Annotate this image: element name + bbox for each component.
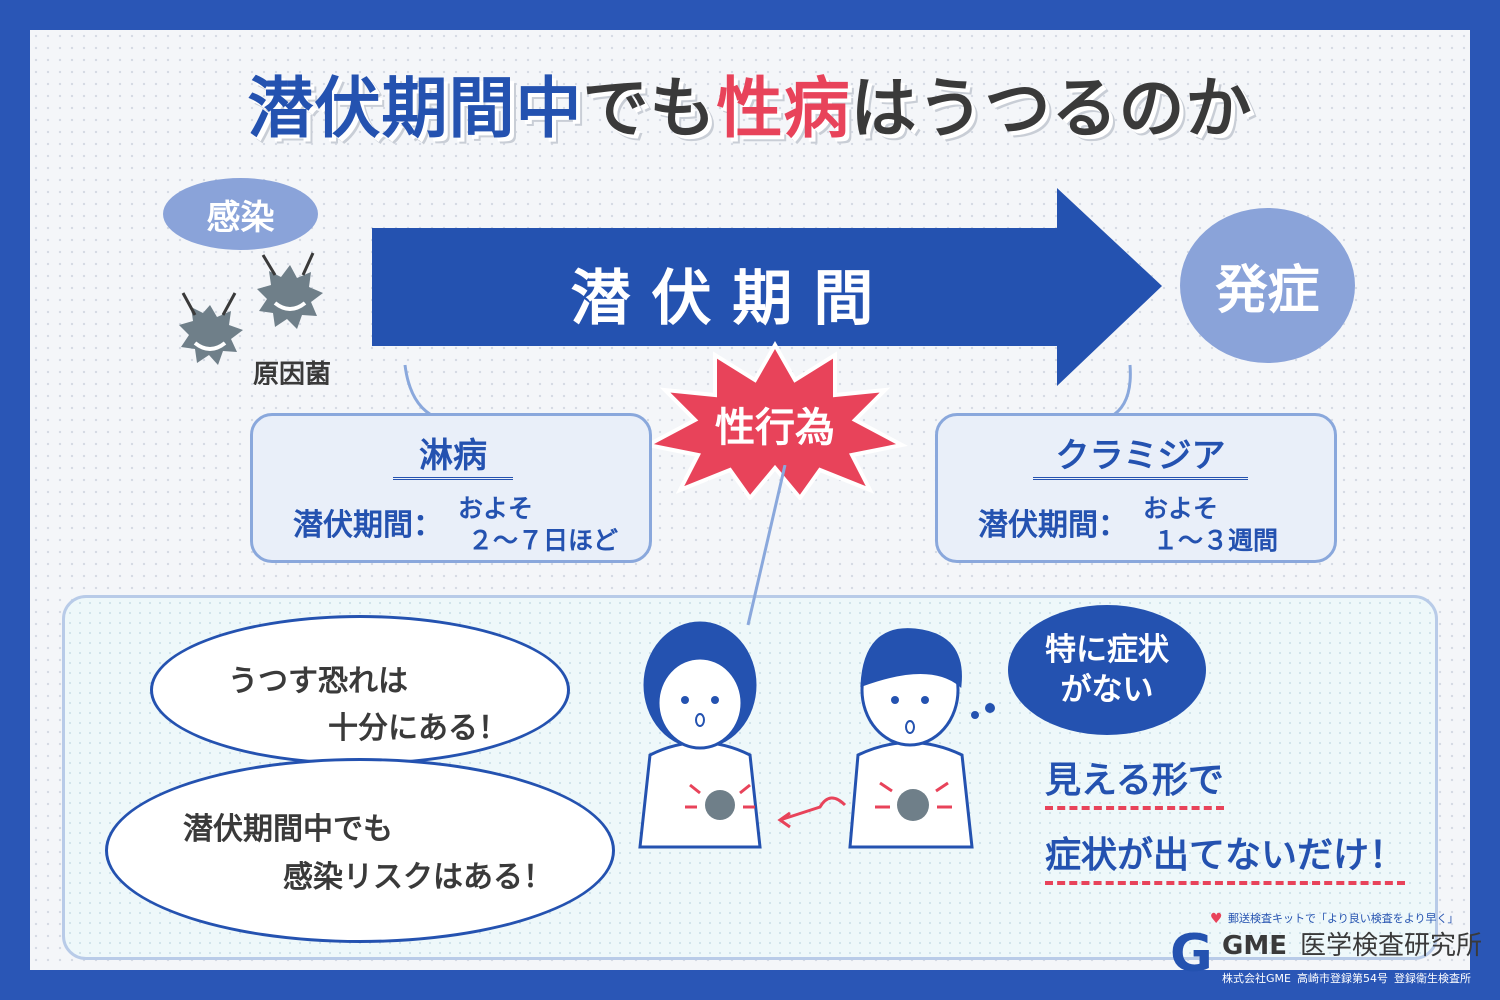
logo-tagline: 郵送検査キットで「より良い検査をより早く」 <box>1228 912 1459 925</box>
period-value: １〜３週間 <box>1153 526 1279 555</box>
cloud-text: うつす恐れは <box>228 664 408 699</box>
connector-line <box>746 465 787 626</box>
message-line: 見える形で <box>1045 760 1224 810</box>
period-value: ２〜７日ほど <box>468 526 619 555</box>
logo-footer-text: 高崎市登録第54号 <box>1296 972 1388 985</box>
sex-act-burst <box>642 340 908 500</box>
gonorrhea-box: 淋病 潜伏期間： およそ ２〜７日ほど <box>250 413 652 563</box>
cloud-text: 十分にある！ <box>328 711 508 746</box>
onset-badge: 発症 <box>1180 208 1355 363</box>
callout-tail <box>1109 364 1132 419</box>
gme-logo: G ♥ 郵送検査キットで「より良い検査をより早く」 GME 医学検査研究所 株式… <box>1170 910 1490 992</box>
period-value: およそ <box>1143 494 1219 523</box>
period-label: 潜伏期間： <box>293 508 443 543</box>
thought-text: 特に症状 <box>1045 632 1169 668</box>
title-part: でも <box>582 70 717 147</box>
pathogen-label: 原因菌 <box>253 360 331 385</box>
disease-name: クラミジア <box>1033 428 1248 480</box>
logo-footer-text: 株式会社GME <box>1222 972 1291 985</box>
title-part: 性病 <box>716 70 851 147</box>
period-value: およそ <box>458 494 534 523</box>
callout-tail <box>403 364 436 419</box>
thought-text: がない <box>1060 672 1154 708</box>
logo-footer-text: 登録衛生検査所 <box>1393 972 1471 985</box>
pathogen-icon: 原因菌 <box>179 252 331 385</box>
infection-badge: 感染 <box>163 178 318 250</box>
speech-cloud-2: 潜伏期間中でも 感染リスクはある！ <box>105 758 615 943</box>
arrow-label: 潜 伏 期 間 <box>570 264 874 334</box>
period-label: 潜伏期間： <box>978 508 1128 543</box>
message-line: 症状が出てないだけ！ <box>1045 835 1406 885</box>
logo-g-icon: G <box>1170 928 1210 980</box>
incubation-arrow <box>372 188 1162 386</box>
chlamydia-box: クラミジア 潜伏期間： およそ １〜３週間 <box>935 413 1337 563</box>
title-part: 潜伏期間中 <box>247 70 583 147</box>
thought-bubble: 特に症状 がない <box>1008 605 1206 735</box>
heart-icon: ♥ <box>1210 911 1223 927</box>
sex-act-label: 性行為 <box>715 405 835 451</box>
cloud-text: 潜伏期間中でも <box>183 812 393 847</box>
logo-name: 医学検査研究所 <box>1300 931 1483 961</box>
couple-illustration <box>638 621 995 849</box>
disease-name: 淋病 <box>393 428 513 480</box>
logo-brand: GME <box>1222 931 1287 961</box>
speech-cloud-1: うつす恐れは 十分にある！ <box>150 615 570 765</box>
page-title: 潜伏期間中でも性病はうつるのか <box>0 55 1500 151</box>
cloud-text: 感染リスクはある！ <box>283 860 553 895</box>
logo-footer: 株式会社GME 高崎市登録第54号登録衛生検査所 <box>1222 972 1471 986</box>
title-part: はうつるのか <box>850 70 1253 147</box>
